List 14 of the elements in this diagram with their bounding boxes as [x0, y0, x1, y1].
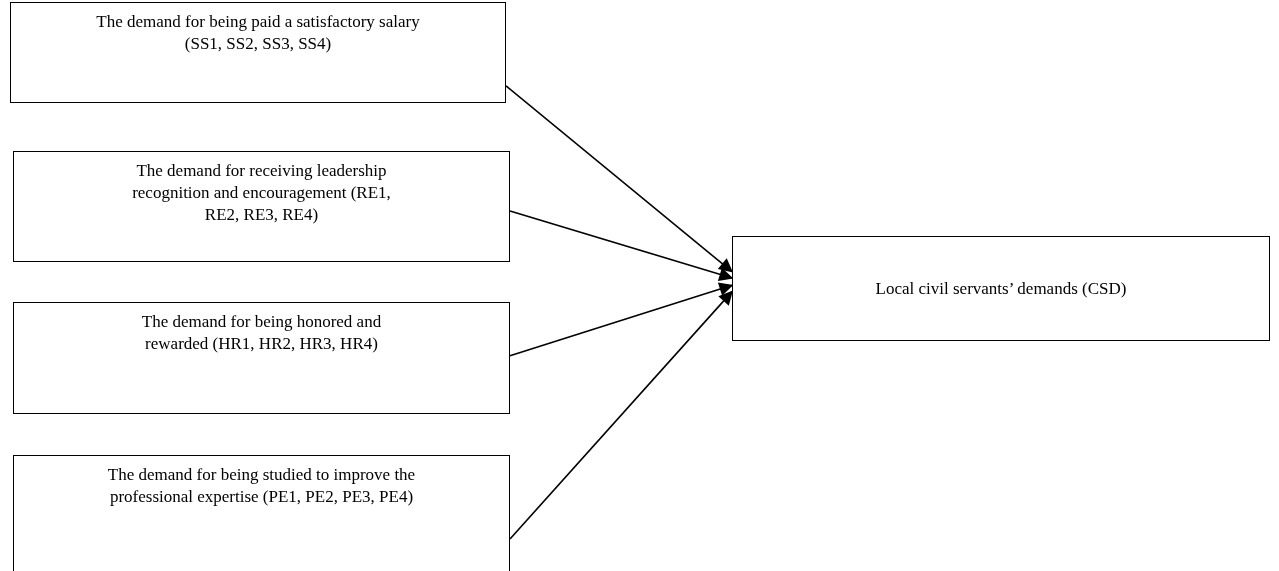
box-text: The demand for receiving leadership recognition and encouragement (RE1, RE2, RE3, RE4)	[131, 160, 392, 226]
box-text: The demand for being paid a satisfactory salary (SS1, SS2, SS3, SS4)	[95, 11, 421, 55]
arrow	[509, 282, 734, 357]
arrow	[505, 85, 734, 273]
text-box	[13, 455, 510, 571]
text-box	[732, 236, 1270, 341]
box-text: Local civil servants’ demands (CSD)	[875, 277, 1127, 300]
text-box	[10, 2, 506, 103]
arrow	[509, 290, 733, 540]
box-text: The demand for being studied to improve the professional expertise (PE1, PE2, PE3, PE4)	[106, 464, 417, 508]
text-box	[13, 302, 510, 414]
text-box	[13, 151, 510, 262]
box-text: The demand for being honored and rewarded (HR1, HR2, HR3, HR4)	[140, 311, 383, 355]
arrow	[509, 210, 734, 282]
